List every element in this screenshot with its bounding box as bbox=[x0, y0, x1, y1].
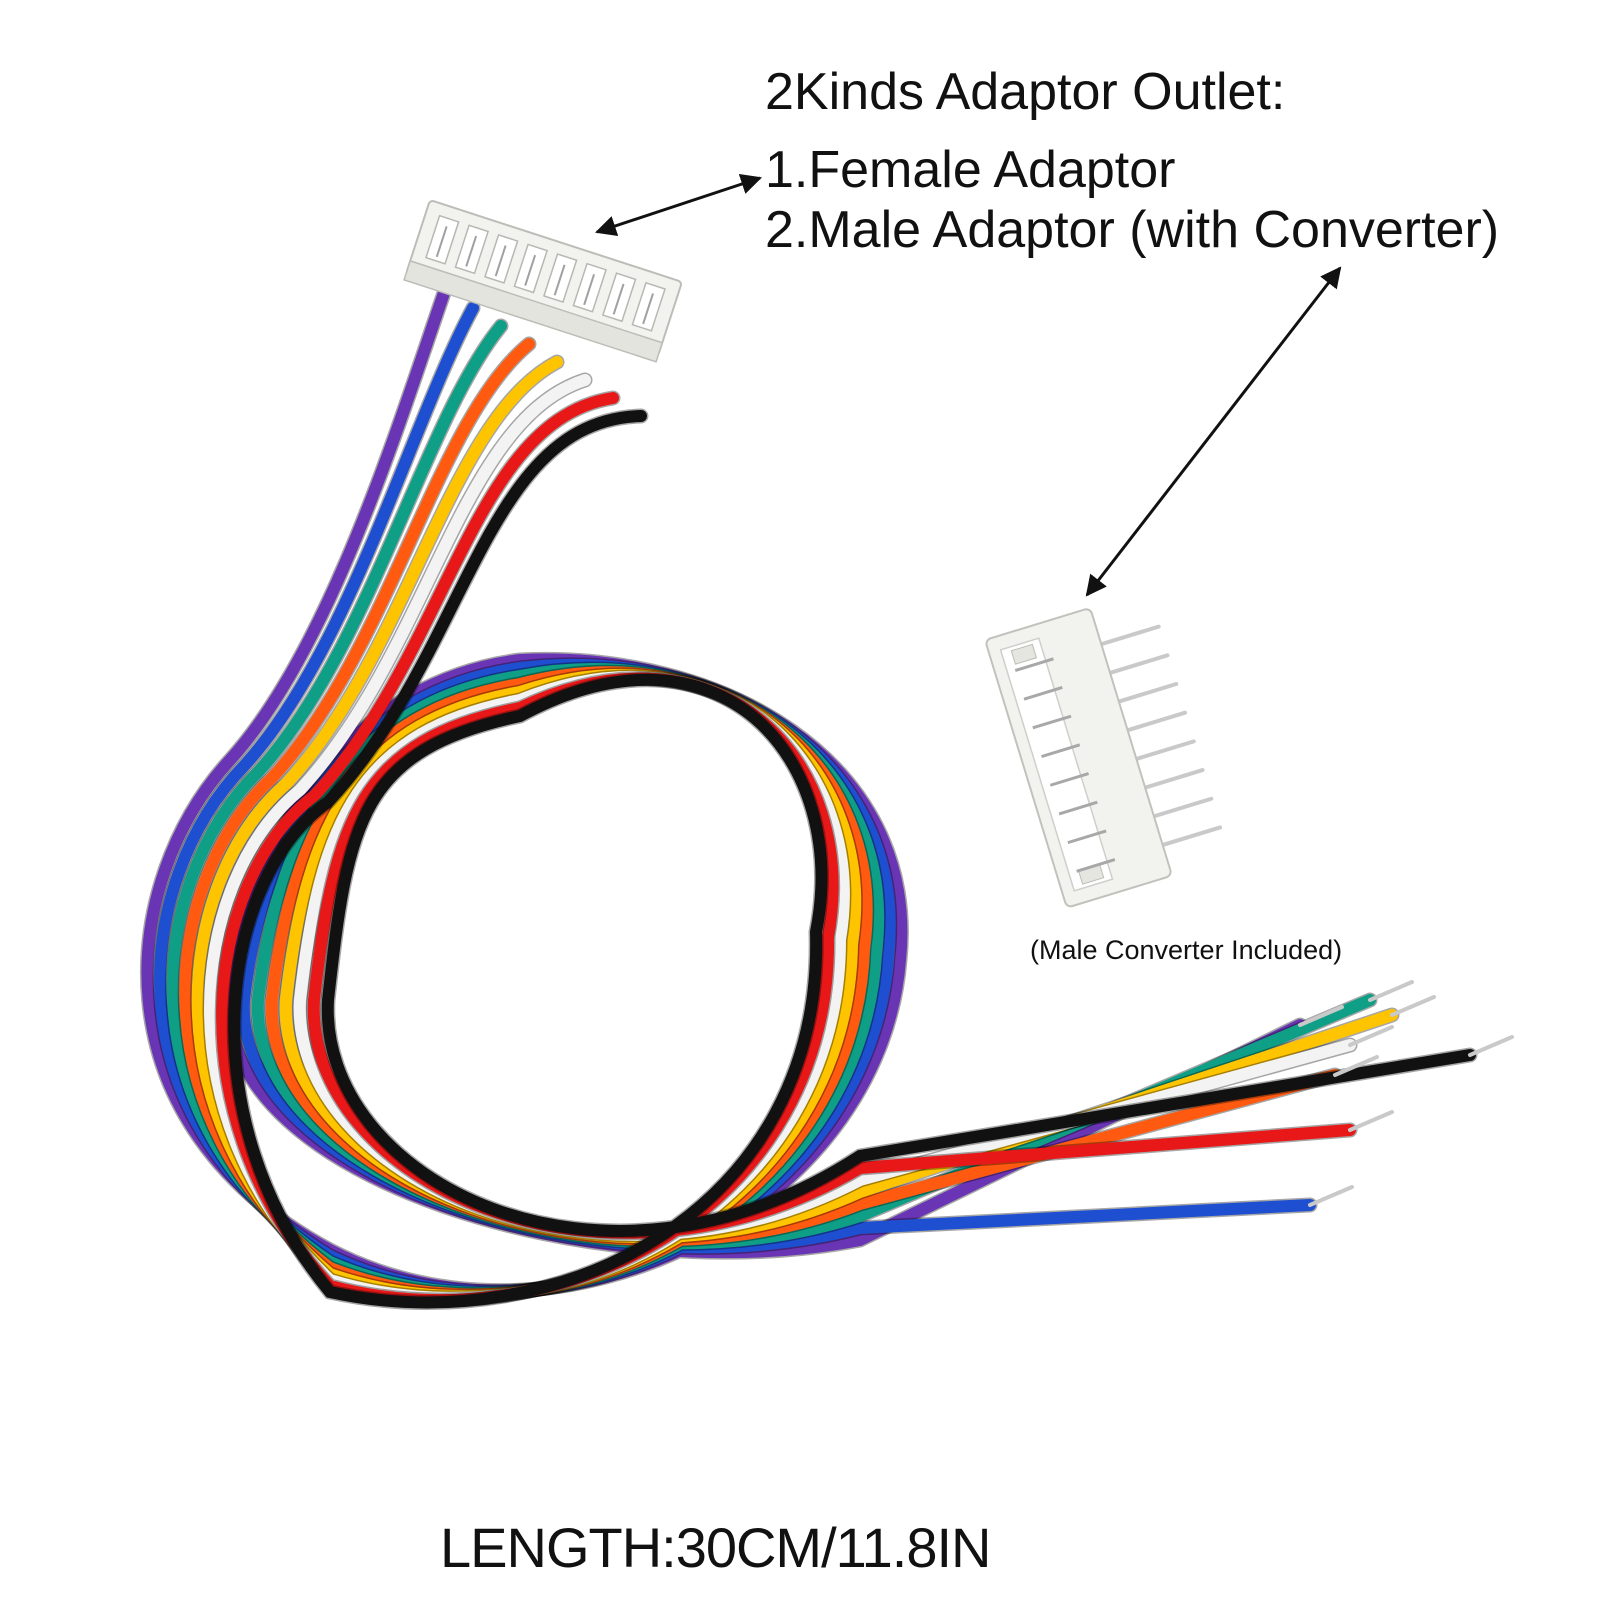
wire-orange bbox=[177, 336, 1343, 1302]
male-arrow bbox=[1085, 266, 1342, 597]
wire-loop-group bbox=[139, 282, 1478, 1310]
length-label: LENGTH:30CM/11.8IN bbox=[440, 1516, 991, 1579]
title-heading: 2Kinds Adaptor Outlet: bbox=[765, 63, 1286, 121]
male-converter-caption: (Male Converter Included) bbox=[1030, 935, 1343, 965]
wire-tip-blue bbox=[1308, 1185, 1354, 1207]
wire-white bbox=[202, 372, 1358, 1306]
wire-tip-black bbox=[1468, 1035, 1514, 1057]
wire-red bbox=[214, 390, 1358, 1308]
male-housing bbox=[985, 608, 1223, 908]
wire-tip-purple bbox=[1298, 1005, 1344, 1027]
wire-blue bbox=[152, 300, 1318, 1300]
wire-yellow bbox=[190, 354, 1400, 1304]
wire-tail-group bbox=[1298, 980, 1514, 1207]
male-adaptor-label: 2.Male Adaptor (with Converter) bbox=[765, 201, 1500, 259]
female-connector bbox=[403, 200, 682, 363]
wire-tip-orange bbox=[1333, 1055, 1379, 1077]
wire-green bbox=[165, 318, 1378, 1301]
wire-tip-white bbox=[1348, 1025, 1394, 1047]
male-connector bbox=[985, 608, 1223, 908]
wire-tip-green bbox=[1368, 980, 1414, 1002]
wire-tip-red bbox=[1348, 1110, 1394, 1132]
female-housing bbox=[403, 200, 682, 363]
female-adaptor-label: 1.Female Adaptor bbox=[765, 141, 1176, 199]
wire-tip-yellow bbox=[1390, 995, 1436, 1017]
wire-black bbox=[226, 408, 1478, 1310]
female-arrow bbox=[595, 173, 762, 237]
